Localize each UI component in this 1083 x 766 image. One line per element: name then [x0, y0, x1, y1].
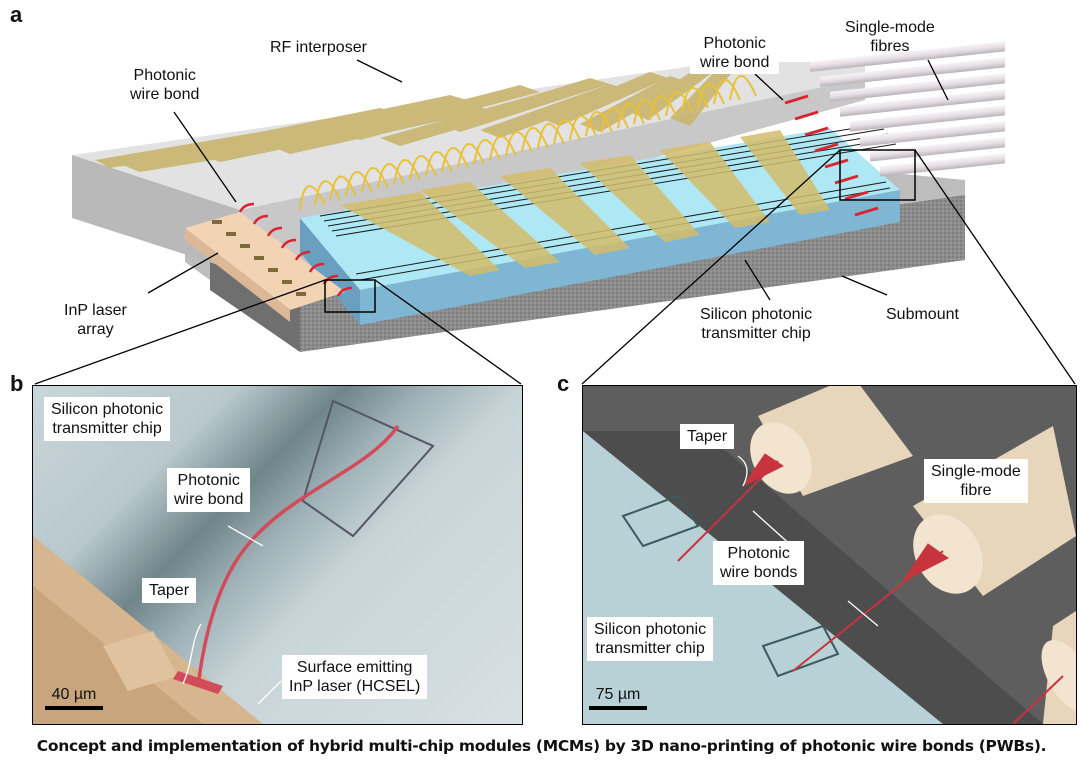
- pwb-right-array: [784, 94, 879, 217]
- pwb-red-strand: [196, 424, 400, 687]
- label-smf-line1: Single-mode: [845, 19, 935, 36]
- fibres: [750, 386, 1076, 724]
- single-mode-fibres: [810, 41, 1005, 177]
- label-inp-laser-array: InP laser array: [64, 301, 127, 339]
- electrical-wire-bonds: [299, 75, 757, 211]
- taper-bracket: [182, 623, 202, 685]
- figure-caption: Concept and implementation of hybrid mul…: [36, 737, 1047, 755]
- panel-c-fibre-line1: Single-mode: [931, 463, 1021, 480]
- label-inp-line2: array: [77, 321, 114, 338]
- panel-b-pwb-line1: Photonic: [177, 472, 240, 489]
- panel-c-fibre-line2: fibre: [960, 482, 992, 499]
- panel-c-letter: c: [557, 371, 570, 396]
- panel-b-label-chip: Silicon photonic transmitter chip: [44, 397, 171, 441]
- label-sipho-line2: transmitter chip: [701, 325, 811, 342]
- label-pwb-right-line2: wire bond: [700, 54, 770, 71]
- label-pwb-left: Photonic wire bond: [130, 66, 199, 104]
- panel-b-label-taper: Taper: [142, 578, 197, 603]
- label-pwb-right-line1: Photonic: [703, 35, 766, 52]
- label-sipho-chip: Silicon photonic transmitter chip: [700, 305, 812, 343]
- label-sipho-line1: Silicon photonic: [700, 306, 813, 323]
- panel-c-label-fibre: Single-mode fibre: [924, 459, 1028, 503]
- label-rf-interposer: RF interposer: [270, 39, 367, 56]
- panel-b-pwb-line2: wire bond: [174, 491, 244, 508]
- panel-c-label-pwb: Photonic wire bonds: [713, 541, 805, 585]
- panel-b-laser-line2: InP laser (HCSEL): [289, 678, 421, 695]
- label-pwb-left-line1: Photonic: [133, 67, 196, 84]
- label-submount: Submount: [886, 306, 959, 323]
- panel-c-scale-line: [589, 706, 647, 710]
- panel-c-chip-line1: Silicon photonic: [594, 621, 707, 638]
- zoom-box-c: [839, 149, 916, 201]
- taper-bracket: [737, 455, 748, 487]
- panel-c-scale-text: 75 µm: [595, 686, 641, 703]
- si-coupler-trench: [301, 399, 435, 538]
- panel-b-image: [32, 385, 523, 725]
- panel-c-scale-bar: 75 µm: [589, 686, 647, 710]
- zoom-leader-lines: [34, 149, 1076, 385]
- label-single-mode-fibres: Single-mode fibres: [845, 18, 935, 56]
- silicon-photonic-chip: [300, 123, 900, 325]
- panel-a-illustration: [34, 41, 1076, 385]
- panel-b-letter: b: [10, 371, 24, 396]
- panel-b-scale-text: 40 µm: [51, 686, 97, 703]
- panel-c-label-taper: Taper: [680, 424, 735, 449]
- panel-c-chip-line2: transmitter chip: [595, 640, 705, 657]
- panel-c-label-chip: Silicon photonic transmitter chip: [587, 617, 714, 661]
- panel-b-scale-bar: 40 µm: [45, 686, 103, 710]
- zoom-box-b: [324, 279, 376, 313]
- panel-a-pointers: [147, 59, 949, 301]
- label-pwb-right: Photonic wire bond: [690, 32, 780, 74]
- panel-c-image: [582, 385, 1077, 725]
- panel-b-laser-line1: Surface emitting: [296, 659, 413, 676]
- label-smf-line2: fibres: [870, 38, 910, 55]
- label-inp-line1: InP laser: [64, 302, 127, 319]
- panel-c-drawing: [583, 386, 1076, 724]
- pwb-red-strands: [677, 453, 1064, 724]
- panel-c-pwb-line1: Photonic: [727, 545, 790, 562]
- label-pwb-left-line2: wire bond: [130, 86, 200, 103]
- panel-b-chip-line1: Silicon photonic: [51, 401, 164, 418]
- panel-a-letter: a: [10, 2, 23, 27]
- panel-b-scale-line: [45, 706, 103, 710]
- panel-b-label-pwb: Photonic wire bond: [167, 468, 251, 512]
- panel-b-drawing: [33, 399, 435, 724]
- panel-b-label-laser: Surface emitting InP laser (HCSEL): [282, 655, 428, 699]
- inp-laser-array: [185, 212, 345, 322]
- panel-b-chip-line2: transmitter chip: [52, 420, 162, 437]
- panel-c-pwb-line2: wire bonds: [720, 564, 798, 581]
